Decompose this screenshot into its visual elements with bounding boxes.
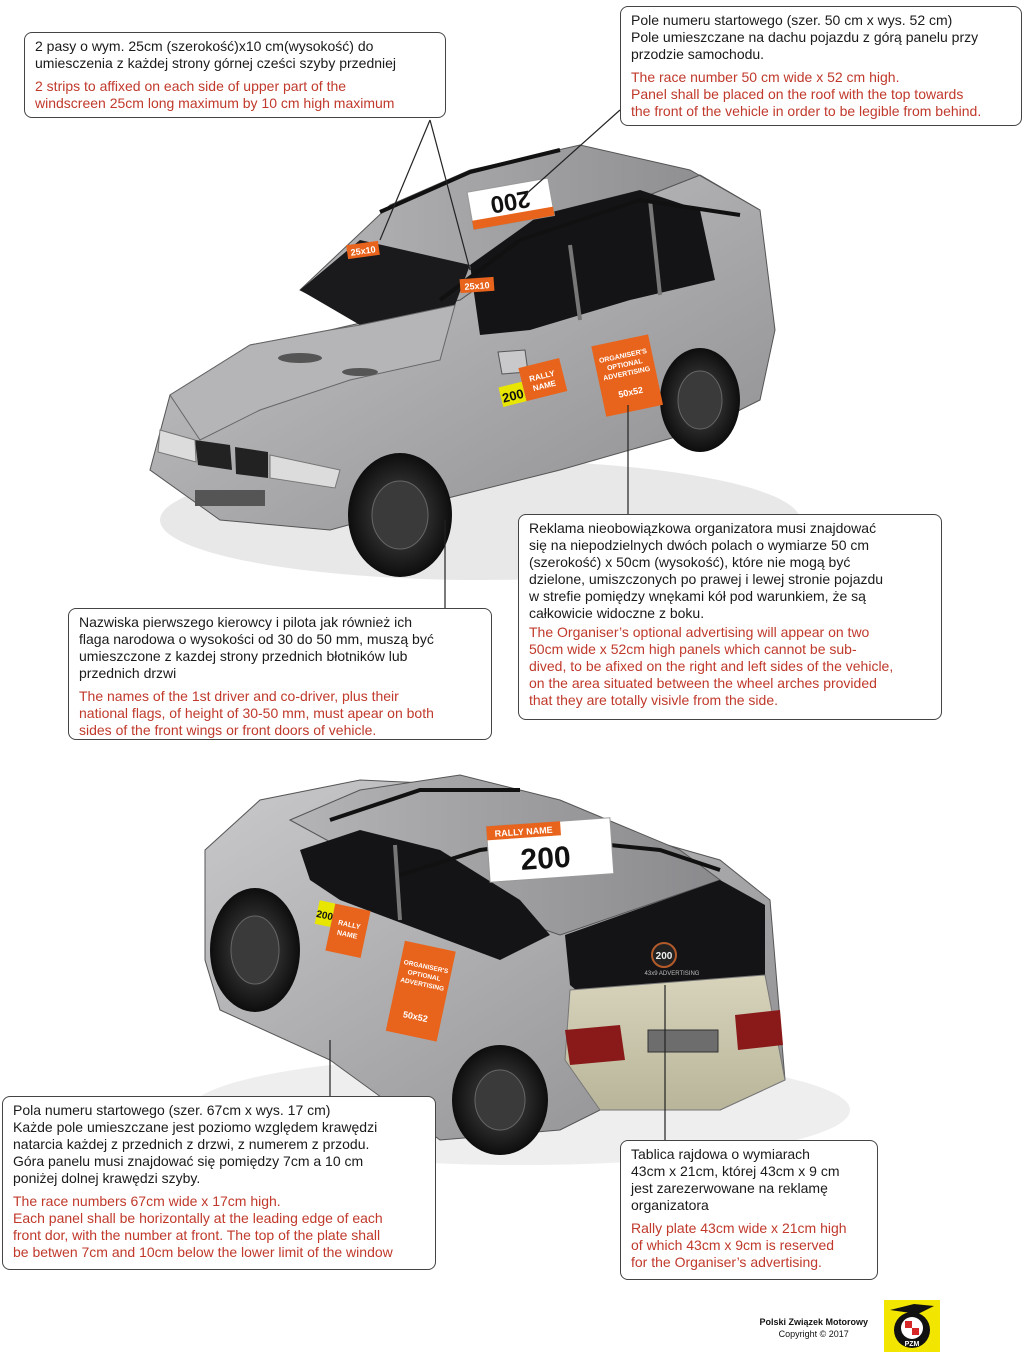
callout-en-line: The names of the 1st driver and co-drive… bbox=[79, 688, 481, 705]
callout-en-line: sides of the front wings or front doors … bbox=[79, 722, 481, 739]
footer-organization: Polski Związek Motorowy bbox=[759, 1316, 868, 1328]
callout-race-numbers: Pola numeru startowego (szer. 67cm x wys… bbox=[2, 1096, 436, 1270]
callout-en-line: on the area situated between the wheel a… bbox=[529, 675, 931, 692]
callout-pl-line: Pola numeru startowego (szer. 67cm x wys… bbox=[13, 1102, 425, 1119]
callout-pl-line: umieszczone z kazdej strony przednich bł… bbox=[79, 648, 481, 665]
callout-pl-line: poniżej dolnej krawędzi szyby. bbox=[13, 1170, 425, 1187]
callout-en-line: 50cm wide x 52cm high panels which canno… bbox=[529, 641, 931, 658]
callout-en-line: windscreen 25cm long maximum by 10 cm hi… bbox=[35, 95, 435, 112]
callout-en-line: that they are totally visivle from the s… bbox=[529, 692, 931, 709]
callout-pl-line: Góra panelu musi znajdować się pomiędzy … bbox=[13, 1153, 425, 1170]
pzm-logo-icon: PZM bbox=[884, 1300, 940, 1352]
callout-pl-line: 2 pasy o wym. 25cm (szerokość)x10 cm(wys… bbox=[35, 38, 435, 55]
callout-roof-number: Pole numeru startowego (szer. 50 cm x wy… bbox=[620, 6, 1022, 126]
callout-en-line: 2 strips to affixed on each side of uppe… bbox=[35, 78, 435, 95]
callout-driver-names: Nazwiska pierwszego kierowcy i pilota ja… bbox=[68, 608, 492, 740]
callout-optional-advertising: Reklama nieobowiązkowa organizatora musi… bbox=[518, 514, 942, 720]
callout-en-line: the front of the vehicle in order to be … bbox=[631, 103, 1011, 120]
callout-pl-line: dzielone, umiszczonych po prawej i lewej… bbox=[529, 571, 931, 588]
callout-en-line: The Organiser’s optional advertising wil… bbox=[529, 624, 931, 641]
callout-en-line: Panel shall be placed on the roof with t… bbox=[631, 86, 1011, 103]
callout-en-line: be betwen 7cm and 10cm below the lower l… bbox=[13, 1244, 425, 1261]
callout-pl-line: 43cm x 21cm, której 43cm x 9 cm bbox=[631, 1163, 867, 1180]
footer-copyright: Copyright © 2017 bbox=[759, 1328, 868, 1340]
callout-pl-line: Pole numeru startowego (szer. 50 cm x wy… bbox=[631, 12, 1011, 29]
rear-plate-number: 200 bbox=[656, 951, 673, 962]
callout-pl-line: całkowicie widoczne z boku. bbox=[529, 605, 931, 622]
callout-pl-line: przodzie samochodu. bbox=[631, 46, 1011, 63]
footer: Polski Związek Motorowy Copyright © 2017 bbox=[759, 1316, 868, 1340]
callout-rally-plate: Tablica rajdowa o wymiarach 43cm x 21cm,… bbox=[620, 1140, 878, 1280]
pzm-logo: PZM bbox=[884, 1300, 940, 1352]
strip-right-label: 25x10 bbox=[464, 280, 490, 292]
callout-en-line: for the Organiser’s advertising. bbox=[631, 1254, 867, 1271]
callout-en-line: Rally plate 43cm wide x 21cm high bbox=[631, 1220, 867, 1237]
callout-pl-line: się na niepodzielnych dwóch polach o wym… bbox=[529, 537, 931, 554]
callout-en-line: of which 43cm x 9cm is reserved bbox=[631, 1237, 867, 1254]
callout-pl-line: w strefie pomiędzy wnękami kół pod warun… bbox=[529, 588, 931, 605]
callout-windscreen-strips: 2 pasy o wym. 25cm (szerokość)x10 cm(wys… bbox=[24, 32, 446, 118]
callout-pl-line: Pole umieszczane na dachu pojazdu z górą… bbox=[631, 29, 1011, 46]
callout-pl-line: Każde pole umieszczane jest poziomo wzgl… bbox=[13, 1119, 425, 1136]
callout-en-line: The race number 50 cm wide x 52 cm high. bbox=[631, 69, 1011, 86]
callout-en-line: national flags, of height of 30-50 mm, m… bbox=[79, 705, 481, 722]
rear-roof-number: 200 bbox=[519, 841, 571, 877]
callout-en-line: Each panel shall be horizontally at the … bbox=[13, 1210, 425, 1227]
callout-pl-line: Reklama nieobowiązkowa organizatora musi… bbox=[529, 520, 931, 537]
rear-plate-ad-label: 43x9 ADVERTISING bbox=[645, 971, 700, 977]
pzm-logo-text: PZM bbox=[905, 1341, 920, 1348]
callout-en-line: dived, to be afixed on the right and lef… bbox=[529, 658, 931, 675]
callout-pl-line: przednich drzwi bbox=[79, 665, 481, 682]
callout-pl-line: organizatora bbox=[631, 1197, 867, 1214]
callout-pl-line: natarcia każdej z przednich z drzwi, z n… bbox=[13, 1136, 425, 1153]
callout-en-line: The race numbers 67cm wide x 17cm high. bbox=[13, 1193, 425, 1210]
callout-en-line: front dor, with the number at front. The… bbox=[13, 1227, 425, 1244]
callout-pl-line: flaga narodowa o wysokości od 30 do 50 m… bbox=[79, 631, 481, 648]
callout-pl-line: (szerokość) x 50cm (wysokość), które nie… bbox=[529, 554, 931, 571]
callout-pl-line: Nazwiska pierwszego kierowcy i pilota ja… bbox=[79, 614, 481, 631]
callout-pl-line: jest zarezerwowane na reklamę bbox=[631, 1180, 867, 1197]
callout-pl-line: umiesczenia z każdej strony górnej cześc… bbox=[35, 55, 435, 72]
callout-pl-line: Tablica rajdowa o wymiarach bbox=[631, 1146, 867, 1163]
